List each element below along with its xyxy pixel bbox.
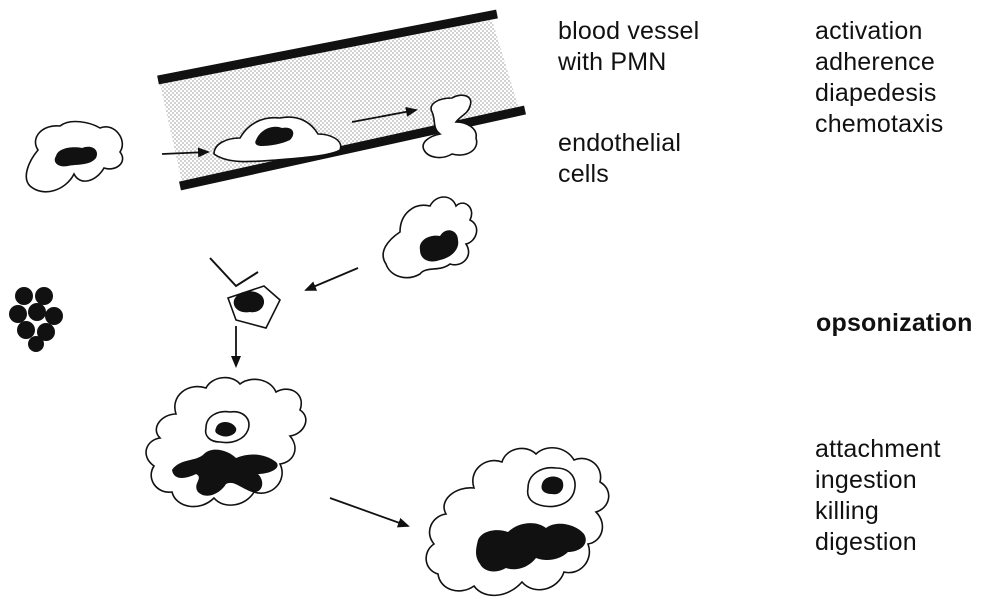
bacteria-cluster (9, 287, 63, 352)
endothelial-label-line-1: endothelial (558, 128, 681, 159)
migrating-pmn (383, 197, 477, 278)
endothelial-label: endothelial cells (558, 128, 681, 190)
stage-1-list: activation adherence diapedesis chemotax… (815, 16, 943, 140)
stage-chemotaxis: chemotaxis (815, 109, 943, 140)
blood-vessel-label-line-2: with PMN (558, 47, 699, 78)
stage-attachment: attachment (815, 434, 941, 465)
arrow-chemotaxis (306, 268, 358, 290)
arrow-ingestion (330, 498, 408, 526)
stage-adherence: adherence (815, 47, 943, 78)
blood-vessel-label: blood vessel with PMN (558, 16, 699, 78)
stage-digestion: digestion (815, 527, 941, 558)
opsonized-bacterium (210, 258, 280, 328)
endothelial-label-line-2: cells (558, 159, 681, 190)
stage-activation: activation (815, 16, 943, 47)
circulating-pmn (26, 122, 122, 192)
stage-diapedesis: diapedesis (815, 78, 943, 109)
digesting-phagocyte (426, 448, 609, 596)
stage-3-list: attachment ingestion killing digestion (815, 434, 941, 558)
stage-opsonization: opsonization (816, 308, 973, 339)
stage-killing: killing (815, 496, 941, 527)
blood-vessel-label-line-1: blood vessel (558, 16, 699, 47)
stage-ingestion: ingestion (815, 465, 941, 496)
ingesting-phagocyte (146, 378, 306, 507)
